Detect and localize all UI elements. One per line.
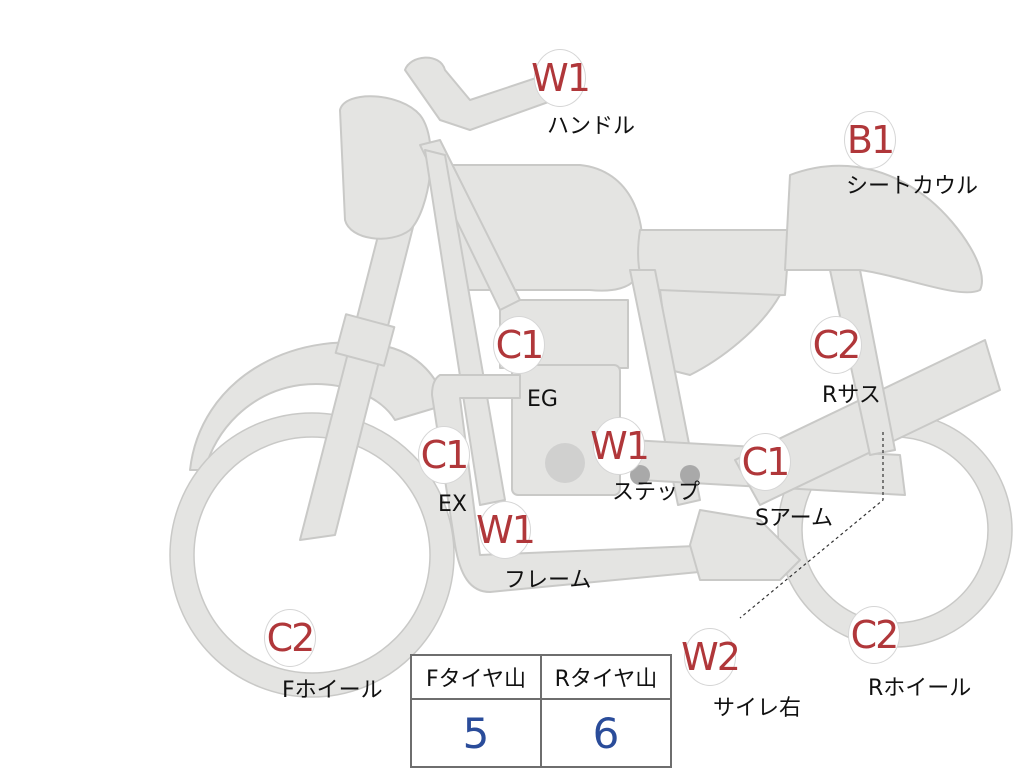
label-frame: フレーム: [504, 568, 592, 593]
side-panel: [659, 289, 781, 376]
marker-swing-arm: C1: [739, 433, 791, 491]
headlight: [339, 95, 432, 240]
marker-handlebar: W1: [531, 49, 591, 107]
label-silencer-right: サイレ右: [713, 696, 802, 721]
table-header-row: Fタイヤ山 Rタイヤ山: [410, 654, 672, 700]
marker-exhaust: C1: [418, 426, 470, 484]
marker-engine: C1: [493, 316, 545, 374]
marker-rear-suspension: C2: [810, 316, 862, 374]
value-rear-tire: 6: [540, 698, 672, 768]
label-front-wheel: Fホイール: [282, 678, 383, 703]
label-step: ステップ: [612, 480, 701, 505]
marker-step: W1: [590, 417, 650, 475]
label-handlebar: ハンドル: [547, 114, 636, 139]
label-seat-cowl: シートカウル: [846, 174, 979, 199]
header-front-tire: Fタイヤ山: [410, 654, 542, 700]
lower-frame: [689, 509, 801, 581]
label-exhaust: EX: [438, 492, 467, 517]
value-front-tire: 5: [410, 698, 542, 768]
label-engine: EG: [527, 387, 558, 412]
header-rear-tire: Rタイヤ山: [540, 654, 672, 700]
label-swing-arm: Sアーム: [755, 506, 833, 531]
marker-rear-wheel: C2: [848, 606, 900, 664]
marker-frame: W1: [476, 501, 536, 559]
front-wheel: [170, 413, 454, 697]
label-rear-suspension: Rサス: [822, 383, 881, 408]
leader-line: [739, 432, 884, 619]
label-rear-wheel: Rホイール: [868, 676, 972, 701]
tire-tread-table: Fタイヤ山 Rタイヤ山 5 6: [410, 654, 672, 768]
engine-cover: [545, 443, 585, 483]
marker-silencer-right: W2: [681, 628, 741, 686]
tail-cowl: [784, 164, 983, 294]
footpeg: [630, 465, 650, 485]
table-row: 5 6: [410, 698, 672, 768]
marker-front-wheel: C2: [264, 609, 316, 667]
rear-shock: [829, 269, 896, 456]
marker-seat-cowl: B1: [844, 111, 896, 169]
exhaust-pipe: [431, 374, 721, 593]
